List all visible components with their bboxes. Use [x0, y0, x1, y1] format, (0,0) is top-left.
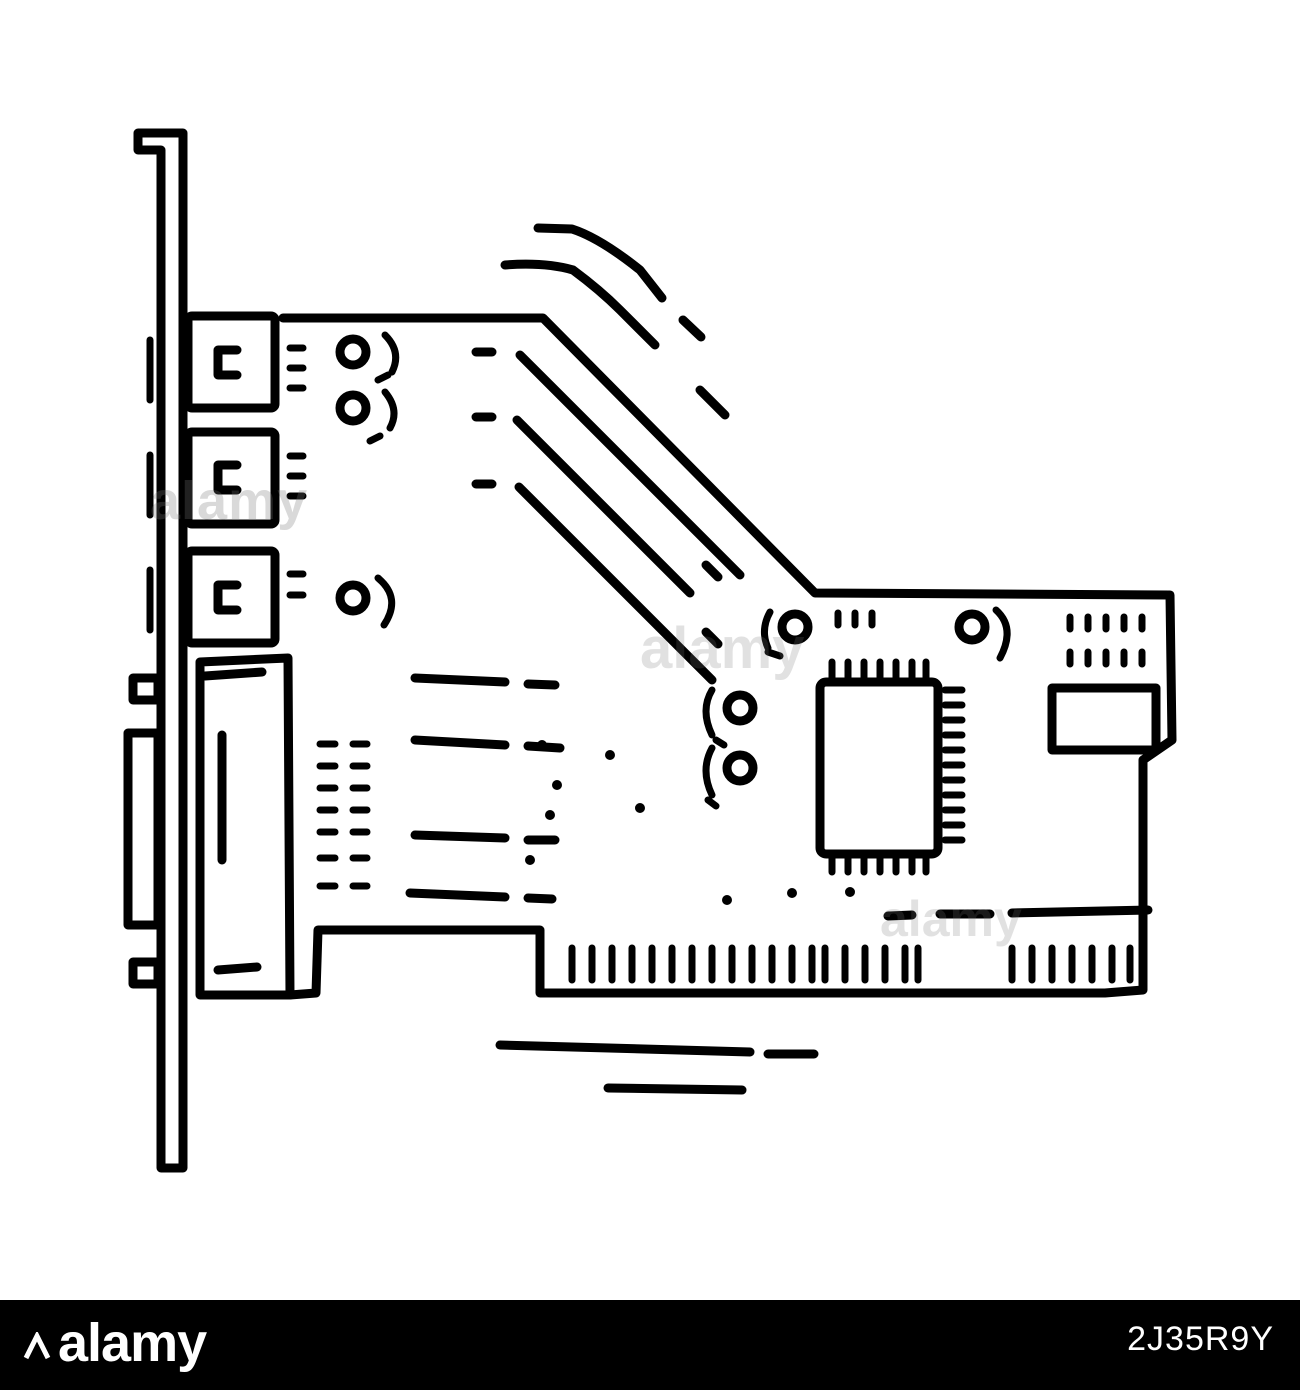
sound-card-illustration: [123, 128, 1177, 1173]
main-chip: [815, 658, 966, 876]
logo-text: alamy: [58, 1313, 207, 1373]
image-id: 2J35R9Y: [1127, 1320, 1274, 1358]
watermark-text: alamy: [880, 891, 1022, 947]
game-port-connector: [123, 653, 295, 1000]
stock-footer-bar: alamy 2J35R9Y: [0, 1300, 1300, 1390]
motion-lines: [495, 223, 819, 1095]
capacitors: [335, 331, 1011, 810]
pcb-board-outline: [278, 313, 1177, 1000]
pcb-traces: [405, 347, 1153, 921]
vias: [525, 740, 855, 905]
audio-jack-1: [183, 311, 280, 413]
audio-jack-2: [183, 427, 280, 529]
watermark-text: alamy: [640, 616, 805, 681]
audio-jack-3: [183, 546, 280, 648]
alamy-mark-icon: [23, 1331, 51, 1359]
watermark-text: alamy: [150, 471, 309, 531]
edge-connector-pins: [568, 944, 1134, 984]
alamy-logo[interactable]: alamy: [22, 1312, 207, 1374]
header-connector: [1047, 683, 1161, 755]
mounting-bracket: [133, 128, 188, 1173]
smd-components: [286, 344, 1146, 890]
